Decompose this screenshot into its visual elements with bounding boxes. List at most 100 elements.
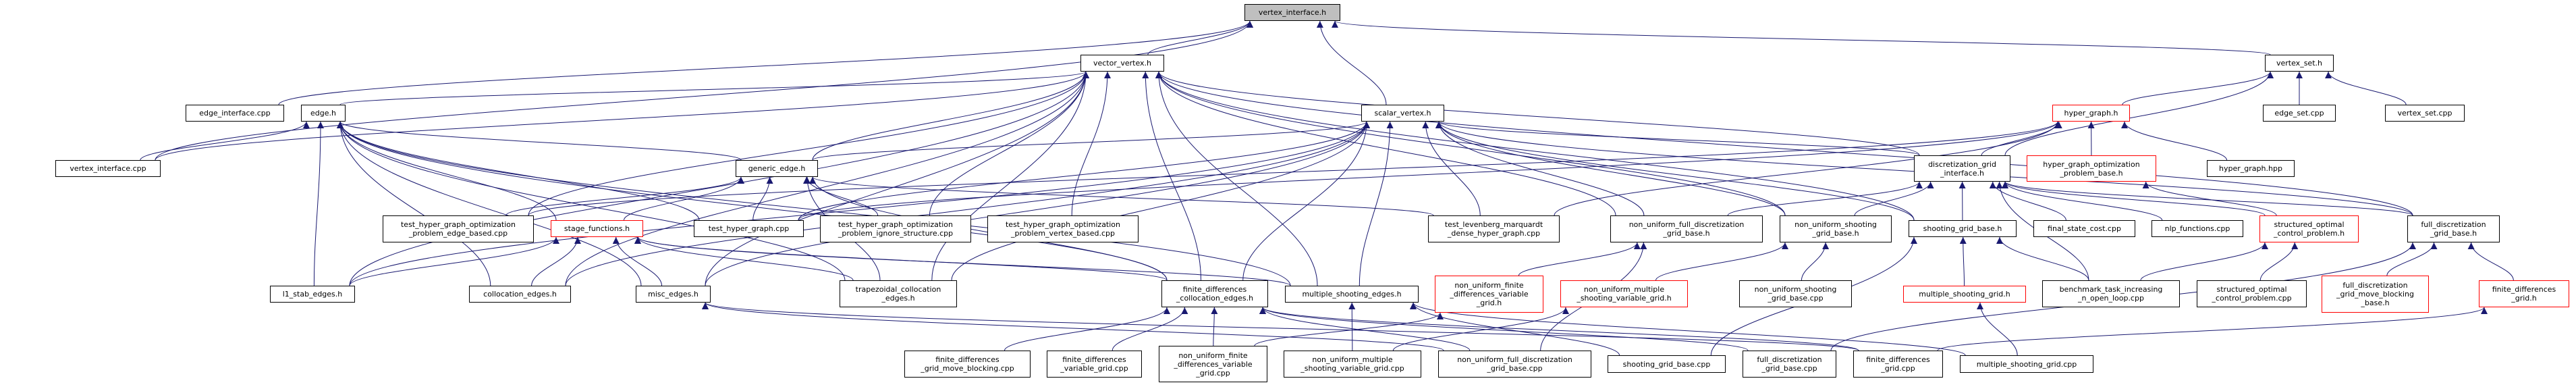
node-numsvg-h[interactable]: non_uniform_multiple _shooting_variable_…	[1560, 280, 1688, 307]
node-nufdgb-cpp[interactable]: non_uniform_full_discretization _grid_ba…	[1438, 351, 1591, 378]
edge-fdgb_h-includes-vv_h	[1155, 71, 2413, 216]
node-dgi-h[interactable]: discretization_grid _interface.h	[1914, 155, 2010, 182]
node-l1-h[interactable]: l1_stab_edges.h	[270, 286, 355, 303]
edge-trap_h-includes-e_h	[337, 121, 846, 281]
edge-vs_cpp-includes-vs_h	[2325, 71, 2407, 105]
edge-t_eb-includes-hg_h	[528, 121, 2061, 216]
node-hg-hpp[interactable]: hyper_graph.hpp	[2207, 160, 2295, 177]
node-vi-h[interactable]: vertex_interface.h	[1244, 4, 1340, 21]
edge-col_h-includes-e_h	[337, 121, 491, 286]
edge-misc_h-includes-sf_h	[612, 236, 663, 286]
edge-t_eb-includes-ge_h	[505, 176, 744, 216]
edge-t_eb-includes-vv_h	[528, 71, 1089, 216]
node-thg-cpp[interactable]: test_hyper_graph.cpp	[694, 220, 804, 237]
node-t-eb[interactable]: test_hyper_graph_optimization _problem_e…	[383, 215, 534, 242]
edge-dgi_h-includes-vs_h	[2004, 71, 2274, 156]
node-vs-h[interactable]: vertex_set.h	[2265, 55, 2334, 72]
edge-nufdgb_cpp-includes-misc_h	[702, 302, 1444, 351]
node-fdgmbb-h[interactable]: full_discretization _grid_move_blocking …	[2322, 276, 2429, 313]
node-fdg-h[interactable]: finite_differences _grid.h	[2479, 280, 2569, 307]
edge-nufdvg_h-includes-nufdgb_h	[1518, 242, 1641, 276]
edge-ge_h-includes-vv_h	[812, 71, 1089, 161]
node-fdgmb-cpp[interactable]: finite_differences _grid_move_blocking.c…	[904, 351, 1031, 378]
node-trap-h[interactable]: trapezoidal_collocation _edges.h	[840, 280, 957, 307]
edge-e_h-includes-vv_h	[339, 71, 1089, 105]
node-es-cpp[interactable]: edge_set.cpp	[2263, 105, 2336, 122]
node-misc-h[interactable]: misc_edges.h	[636, 286, 711, 303]
edge-fdgb_h-includes-dgi_h	[2002, 181, 2413, 216]
edge-sv_h-includes-vi_h	[1316, 20, 1387, 105]
node-vi-cpp[interactable]: vertex_interface.cpp	[55, 160, 161, 177]
node-sv-h[interactable]: scalar_vertex.h	[1361, 105, 1444, 122]
edge-sgb_h-includes-vv_h	[1155, 71, 1915, 221]
node-t-vb[interactable]: test_hyper_graph_optimization _problem_v…	[987, 215, 1139, 242]
node-fdg-cpp[interactable]: finite_differences _grid.cpp	[1853, 351, 1943, 378]
node-sgb-cpp[interactable]: shooting_grid_base.cpp	[1608, 355, 1726, 373]
edge-fdgmbb_h-includes-fdgb_h	[2386, 242, 2438, 276]
edge-vv_h-includes-vi_h	[1147, 20, 1253, 55]
node-fdgb-h[interactable]: full_discretization _grid_base.h	[2407, 215, 2500, 242]
edge-nufdvg_cpp-includes-nufdvg_h	[1254, 312, 1444, 346]
edge-vi_cpp-includes-vi_h	[155, 20, 1253, 161]
edge-ei_cpp-includes-vi_h	[278, 20, 1253, 105]
edge-trap_h-includes-sf_h	[634, 236, 854, 281]
edge-sf_h-includes-ge_h	[623, 176, 744, 221]
node-fdgb-cpp[interactable]: full_discretization _grid_base.cpp	[1743, 351, 1836, 378]
node-nusgb-cpp[interactable]: non_uniform_shooting _grid_base.cpp	[1739, 280, 1852, 307]
edge-l1_h-includes-vv_h	[349, 71, 1089, 286]
node-msg-h[interactable]: multiple_shooting_grid.h	[1903, 286, 2026, 303]
node-vs-cpp[interactable]: vertex_set.cpp	[2385, 105, 2465, 122]
edge-sf_h-includes-e_h	[337, 121, 557, 221]
edge-misc_h-includes-sv_h	[705, 121, 1370, 286]
node-nlp-cpp[interactable]: nlp_functions.cpp	[2152, 220, 2243, 237]
node-mse-h[interactable]: multiple_shooting_edges.h	[1285, 286, 1419, 303]
node-bench-cpp[interactable]: benchmark_task_increasing _n_open_loop.c…	[2042, 280, 2180, 307]
edge-nusgb_h-includes-sv_h	[1435, 121, 1786, 216]
edge-vs_h-includes-vi_h	[1332, 20, 2271, 55]
edge-vi_cpp-includes-vv_h	[155, 71, 1089, 161]
node-vv-h[interactable]: vector_vertex.h	[1080, 55, 1164, 72]
node-col-h[interactable]: collocation_edges.h	[469, 286, 571, 303]
edge-ge_h-includes-e_h	[337, 121, 742, 161]
edge-l1_h-includes-e_h	[313, 121, 324, 286]
node-hgopb-h[interactable]: hyper_graph_optimization _problem_base.h	[2027, 155, 2156, 182]
node-fdvg-cpp[interactable]: finite_differences _variable_grid.cpp	[1047, 351, 1142, 378]
edge-thg_cpp-includes-e_h	[337, 121, 700, 221]
node-hg-h[interactable]: hyper_graph.h	[2052, 105, 2130, 122]
edge-fdgb_cpp-includes-fdce_h	[1259, 307, 1749, 351]
node-sgb-h[interactable]: shooting_grid_base.h	[1909, 220, 2017, 237]
edge-col_h-includes-sv_h	[565, 121, 1370, 286]
node-ge-h[interactable]: generic_edge.h	[736, 160, 818, 177]
edge-fdce_h-includes-vv_h	[1142, 71, 1201, 281]
node-fsc-cpp[interactable]: final_state_cost.cpp	[2033, 220, 2135, 237]
node-sf-h[interactable]: stage_functions.h	[551, 220, 643, 237]
edge-mse_h-includes-sv_h	[1359, 121, 1394, 286]
node-e-h[interactable]: edge.h	[301, 105, 346, 122]
node-fdce-h[interactable]: finite_differences _collocation_edges.h	[1161, 280, 1268, 307]
node-socp-cpp[interactable]: structured_optimal _control_problem.cpp	[2197, 280, 2307, 307]
node-nufdvg-cpp[interactable]: non_uniform_finite _differences_variable…	[1159, 346, 1267, 382]
edge-nufdgb_h-includes-dgi_h	[1727, 181, 1923, 216]
edge-fsc_cpp-includes-dgi_h	[1989, 181, 2066, 221]
node-nusgb-h[interactable]: non_uniform_shooting _grid_base.h	[1780, 215, 1892, 242]
edge-nusgb_h-includes-vv_h	[1155, 71, 1786, 216]
edge-thg_cpp-includes-hg_h	[798, 121, 2061, 221]
edge-tlm-includes-ge_h	[809, 176, 1434, 216]
edge-ge_h-includes-sv_h	[812, 121, 1370, 161]
edge-fdg_h-includes-fdgb_h	[2467, 242, 2514, 281]
node-ei-cpp[interactable]: edge_interface.cpp	[186, 105, 284, 122]
edge-fdgmb_cpp-includes-fdce_h	[1004, 307, 1170, 351]
node-nufdvg-h[interactable]: non_uniform_finite _differences_variable…	[1435, 276, 1543, 313]
edge-fdg_cpp-includes-misc_h	[702, 302, 1859, 351]
edge-msg_h-includes-sgb_h	[1959, 236, 1967, 286]
node-socp-h[interactable]: structured_optimal _control_problem.h	[2259, 215, 2359, 242]
node-tlm[interactable]: test_levenberg_marquardt _dense_hyper_gr…	[1428, 215, 1560, 242]
edge-socp_h-includes-dgi_h	[2002, 181, 2266, 216]
node-nufdgb-h[interactable]: non_uniform_full_discretization _grid_ba…	[1610, 215, 1763, 242]
node-msg-cpp[interactable]: multiple_shooting_grid.cpp	[1960, 355, 2093, 373]
edge-dgi_h-includes-vv_h	[1155, 71, 1920, 156]
edge-l1_h-includes-sv_h	[349, 121, 1370, 286]
node-numsvg-cpp[interactable]: non_uniform_multiple _shooting_variable_…	[1284, 351, 1421, 378]
node-t-is[interactable]: test_hyper_graph_optimization _problem_i…	[820, 215, 971, 242]
